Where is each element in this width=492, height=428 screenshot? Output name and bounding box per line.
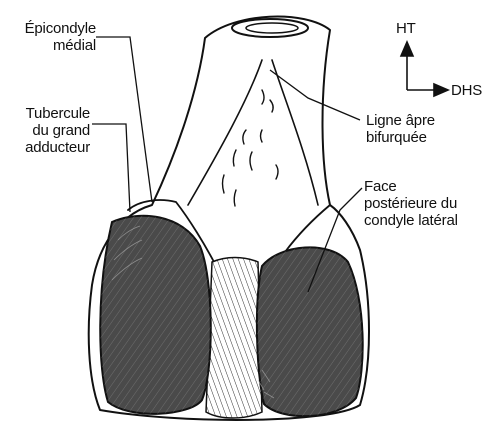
label-tubercle-adductor: Tubercule du grand adducteur [4,105,90,156]
label-line: du grand [4,122,90,139]
label-line: adducteur [4,139,90,156]
leader-epicondyle [96,37,152,202]
label-epicondyle-medial: Épicondyle médial [4,20,96,54]
leader-tubercle [92,124,130,212]
label-linea-aspera: Ligne âpre bifurquée [366,112,476,146]
label-line: médial [4,37,96,54]
medial-condyle [100,216,211,414]
label-line: Ligne âpre [366,112,476,129]
label-line: bifurquée [366,129,476,146]
label-line: Épicondyle [4,20,96,37]
label-line: Tubercule [4,105,90,122]
label-lateral-condyle-face: Face postérieure du condyle latéral [364,178,490,229]
lateral-condyle [257,247,363,416]
label-line: Face [364,178,490,195]
arrow-up-icon [401,42,413,56]
label-line: condyle latéral [364,212,490,229]
intercondylar-notch [206,258,262,419]
orientation-arrows [401,42,448,96]
label-line: postérieure du [364,195,490,212]
arrow-right-icon [434,84,448,96]
orientation-right-label: DHS [451,82,482,99]
orientation-up-label: HT [396,20,416,37]
